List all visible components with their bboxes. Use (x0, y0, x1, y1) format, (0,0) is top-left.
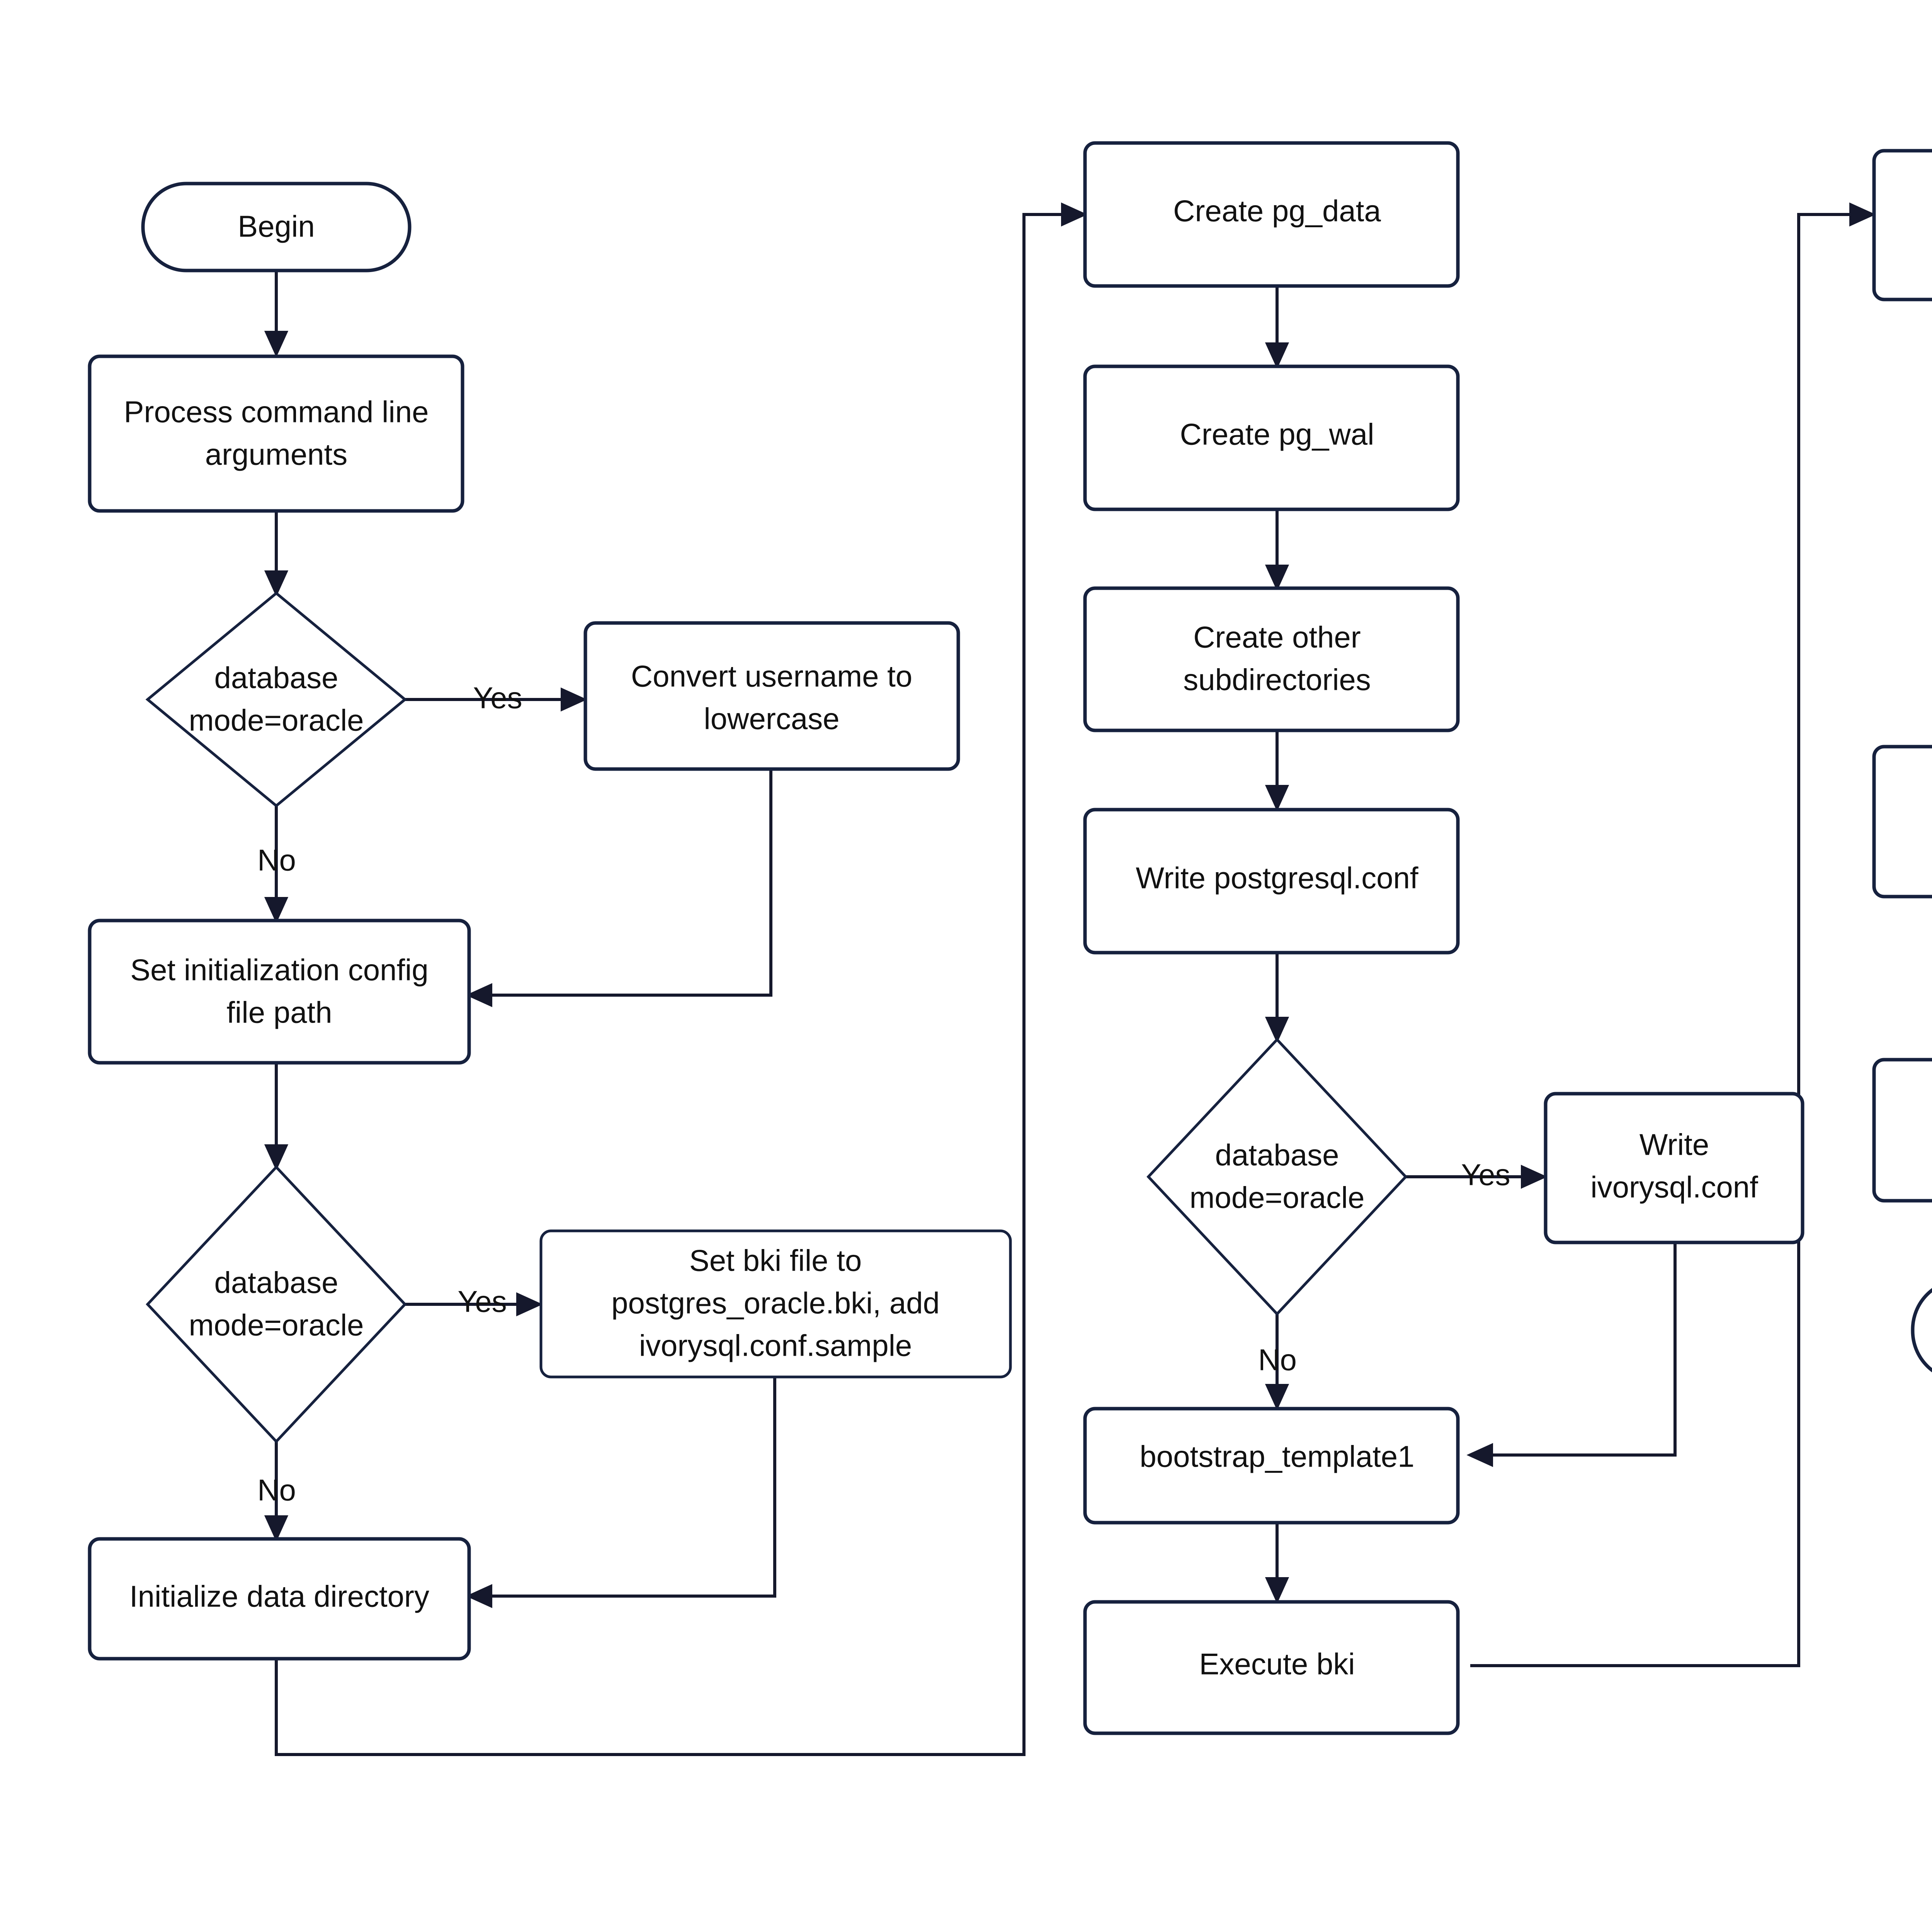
node-bootstrap-template1[interactable]: bootstrap_template1 (1083, 1407, 1460, 1525)
decision1-shape (145, 591, 407, 808)
create-pg-data-shape (1083, 141, 1460, 288)
edge-convert-username-to-set-init-config (466, 769, 772, 1008)
node-process-args[interactable]: Process command line arguments (88, 354, 464, 513)
node-load-template0[interactable]: Load template0, postgres, ivorysql datab… (1872, 745, 1932, 899)
create-pg-wal-shape (1083, 364, 1460, 511)
convert-username-label-line1: Convert username to (631, 659, 912, 693)
edge-label-decision1-no: No (257, 843, 296, 877)
node-create-pg-wal[interactable]: Create pg_wal (1083, 364, 1460, 511)
begin-shape (141, 182, 412, 272)
node-print-completion[interactable]: Print completion message (1872, 1058, 1932, 1203)
write-postgresql-conf-label: Write postgresql.conf (1136, 861, 1418, 895)
decision2-shape (146, 1165, 407, 1444)
node-end[interactable]: End (1911, 1280, 1932, 1380)
edge-label-decision1-yes: Yes (473, 681, 522, 715)
decision3-label-line2: mode=oracle (1189, 1181, 1364, 1215)
set-init-config-shape (88, 919, 471, 1065)
process-args-shape (88, 354, 464, 513)
bootstrap-template1-label: bootstrap_template1 (1139, 1440, 1414, 1474)
execute-bki-label: Execute bki (1199, 1647, 1355, 1681)
edge-label-decision3-no: No (1258, 1343, 1297, 1377)
node-decision2[interactable]: database mode=oracle (146, 1165, 407, 1444)
convert-username-label-line2: lowercase (704, 702, 839, 736)
connector-layer (264, 202, 1876, 1756)
decision2-label-line2: mode=oracle (189, 1308, 364, 1342)
decision1-label-line2: mode=oracle (189, 703, 364, 737)
bootstrap-template1-shape (1083, 1407, 1460, 1525)
node-set-init-config[interactable]: Set initialization config file path (88, 919, 471, 1065)
edge-write-ivorysql-conf-to-bootstrap-template1 (1466, 1242, 1677, 1467)
node-decision1[interactable]: database mode=oracle (145, 591, 407, 808)
node-set-bki[interactable]: Set bki file to postgres_oracle.bki, add… (539, 1229, 1012, 1379)
node-write-postgresql-conf[interactable]: Write postgresql.conf (1083, 808, 1460, 955)
node-convert-username[interactable]: Convert username to lowercase (583, 621, 960, 771)
node-init-db-objects[interactable]: Initialize database objects (1872, 149, 1932, 301)
node-init-data-dir[interactable]: Initialize data directory (88, 1537, 471, 1661)
create-pg-data-label: Create pg_data (1173, 194, 1381, 228)
set-bki-label-line2: postgres_oracle.bki, add (611, 1286, 940, 1320)
write-ivorysql-conf-shape (1544, 1092, 1804, 1244)
write-ivorysql-conf-label-line2: ivorysql.conf (1590, 1170, 1758, 1204)
create-other-subdirs-label-line2: subdirectories (1183, 663, 1371, 697)
init-data-dir-label: Initialize data directory (129, 1579, 429, 1613)
edge-label-decision3-yes: Yes (1461, 1158, 1510, 1192)
load-template0-shape (1872, 745, 1932, 899)
node-create-other-subdirs[interactable]: Create other subdirectories (1083, 586, 1460, 732)
init-data-dir-shape (88, 1537, 471, 1661)
write-ivorysql-conf-label-line1: Write (1639, 1128, 1709, 1162)
write-postgresql-conf-shape (1083, 808, 1460, 955)
process-args-label-line1: Process command line (124, 395, 429, 429)
node-write-ivorysql-conf[interactable]: Write ivorysql.conf (1544, 1092, 1804, 1244)
create-other-subdirs-label-line1: Create other (1193, 620, 1361, 654)
convert-username-shape (583, 621, 960, 771)
node-execute-bki[interactable]: Execute bki (1083, 1600, 1460, 1735)
set-bki-label-line1: Set bki file to (689, 1244, 862, 1278)
node-create-pg-data[interactable]: Create pg_data (1083, 141, 1460, 288)
end-shape (1911, 1288, 1932, 1373)
edge-set-bki-to-init-data-dir (466, 1376, 776, 1608)
edge-execute-bki-to-init-db-objects (1470, 202, 1876, 1667)
edge-label-decision2-yes: Yes (457, 1285, 507, 1319)
print-completion-shape (1872, 1058, 1932, 1203)
decision2-label-line1: database (214, 1266, 338, 1300)
create-other-subdirs-shape (1083, 586, 1460, 732)
execute-bki-shape (1083, 1600, 1460, 1735)
edge-label-layer: Yes No Yes No Yes No Yes No (257, 681, 1510, 1507)
create-pg-wal-label: Create pg_wal (1180, 417, 1374, 451)
decision1-label-line1: database (214, 661, 338, 695)
node-decision3[interactable]: database mode=oracle (1146, 1037, 1408, 1316)
edge-label-decision2-no: No (257, 1473, 296, 1507)
set-init-config-label-line1: Set initialization config (130, 953, 429, 987)
edge-init-data-dir-to-create-pg-data (275, 202, 1088, 1756)
begin-label: Begin (238, 209, 315, 243)
set-bki-shape (539, 1229, 1012, 1379)
decision3-shape (1146, 1037, 1408, 1316)
node-begin[interactable]: Begin (141, 182, 412, 272)
init-db-objects-shape (1872, 149, 1932, 301)
decision3-label-line1: database (1215, 1138, 1339, 1172)
set-bki-label-line3: ivorysql.conf.sample (639, 1329, 912, 1363)
process-args-label-line2: arguments (205, 437, 348, 471)
set-init-config-label-line2: file path (226, 996, 332, 1030)
